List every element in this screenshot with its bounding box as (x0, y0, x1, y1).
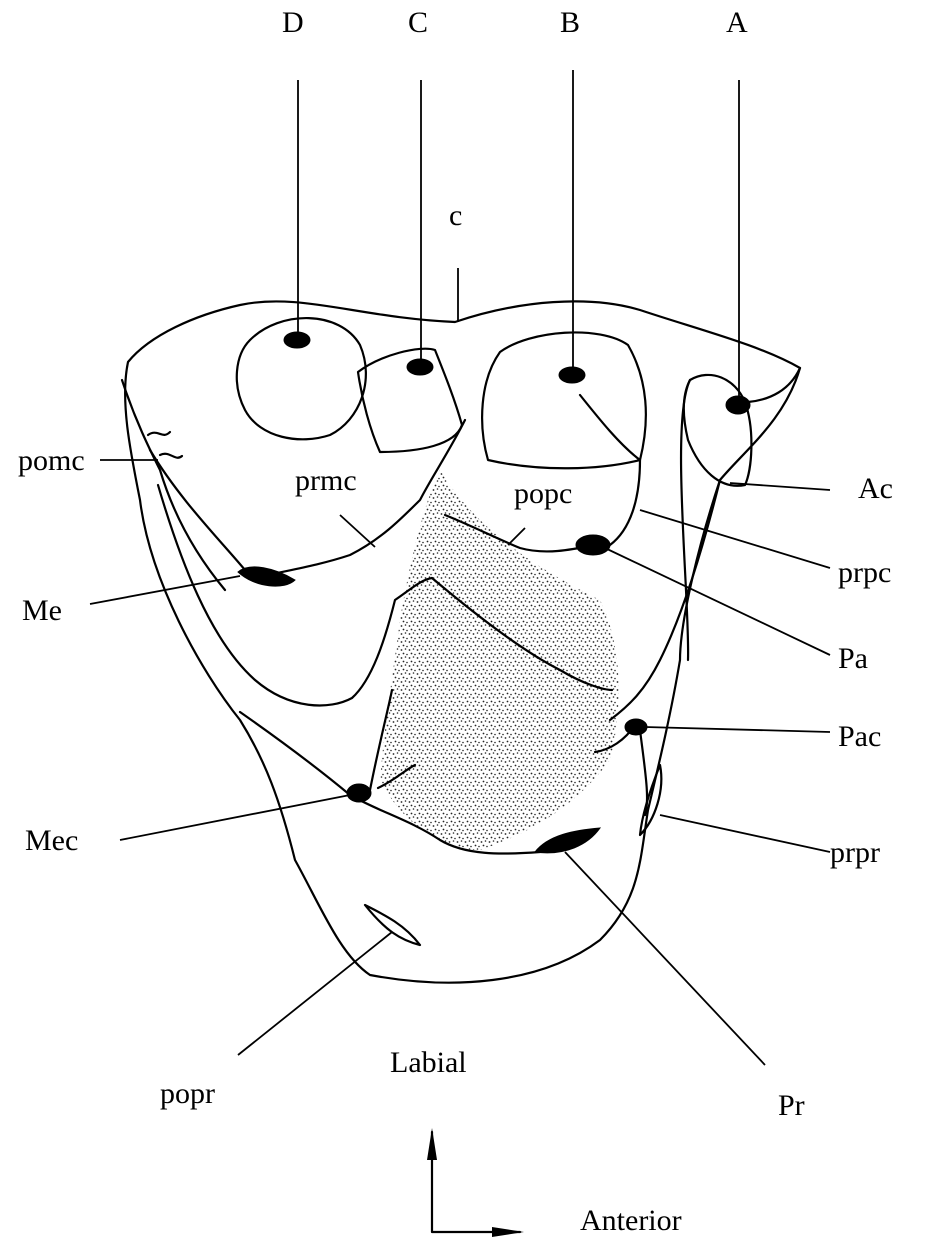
label-pr: Pr (778, 1089, 805, 1122)
cusp-b (481, 331, 647, 470)
me-mark (237, 566, 296, 587)
pac-mark (624, 718, 648, 736)
arrow-up-icon (427, 1128, 437, 1160)
label-popr: popr (160, 1077, 215, 1110)
crest-prmc (266, 418, 467, 577)
crest-pomc (120, 378, 227, 592)
prpr-groove (638, 763, 663, 837)
popr-groove (363, 903, 422, 947)
cusp-c-tip (406, 358, 434, 376)
cusp-b-tip (558, 366, 586, 384)
label-prpr: prpr (830, 836, 880, 869)
arrow-right-icon (492, 1227, 524, 1237)
label-labial: Labial (390, 1046, 467, 1079)
label-ac: Ac (858, 472, 893, 505)
leader-pr (564, 851, 766, 1066)
label-pac: Pac (838, 720, 881, 753)
central-basin (380, 470, 619, 850)
tooth-outline (123, 300, 802, 984)
label-d: D (282, 6, 304, 39)
leader-prpr (659, 814, 831, 853)
leader-pac (644, 726, 831, 733)
leader-me (89, 575, 241, 605)
leader-prpc (639, 509, 831, 569)
crest-prpc (578, 393, 642, 547)
label-prmc: prmc (295, 464, 357, 497)
cusp-a-tip (725, 395, 751, 415)
leader-popr (237, 931, 393, 1056)
label-pa: Pa (838, 642, 868, 675)
pr-mark (534, 827, 602, 854)
mec-mark (346, 783, 372, 803)
crest-mec (238, 710, 542, 855)
crest-anterior (608, 478, 722, 722)
pomc-squiggle (146, 430, 184, 459)
leader-ac (729, 482, 831, 491)
label-c-small: c (449, 199, 462, 232)
crest-posterior (148, 448, 434, 707)
label-popc: popc (514, 477, 572, 510)
leader-prmc (339, 514, 376, 548)
label-prpc: prpc (838, 556, 891, 589)
label-c: C (408, 6, 428, 39)
orientation-axes (430, 1130, 522, 1234)
label-me: Me (22, 594, 62, 627)
label-b: B (560, 6, 580, 39)
ac-ridge (679, 366, 802, 662)
crest-mec-branch (368, 688, 417, 792)
crest-diagonal (430, 576, 614, 692)
crest-popc (443, 513, 597, 553)
cusp-a (682, 373, 753, 487)
label-mec: Mec (25, 824, 78, 857)
label-anterior: Anterior (580, 1204, 682, 1237)
leader-mec (119, 794, 351, 841)
cusp-d-tip (283, 331, 311, 349)
leader-popc (507, 527, 526, 546)
leader-pa (604, 547, 831, 656)
cusp-d (235, 317, 367, 441)
label-pomc: pomc (18, 444, 85, 477)
pa-mark (575, 534, 611, 556)
label-a: A (726, 6, 748, 39)
